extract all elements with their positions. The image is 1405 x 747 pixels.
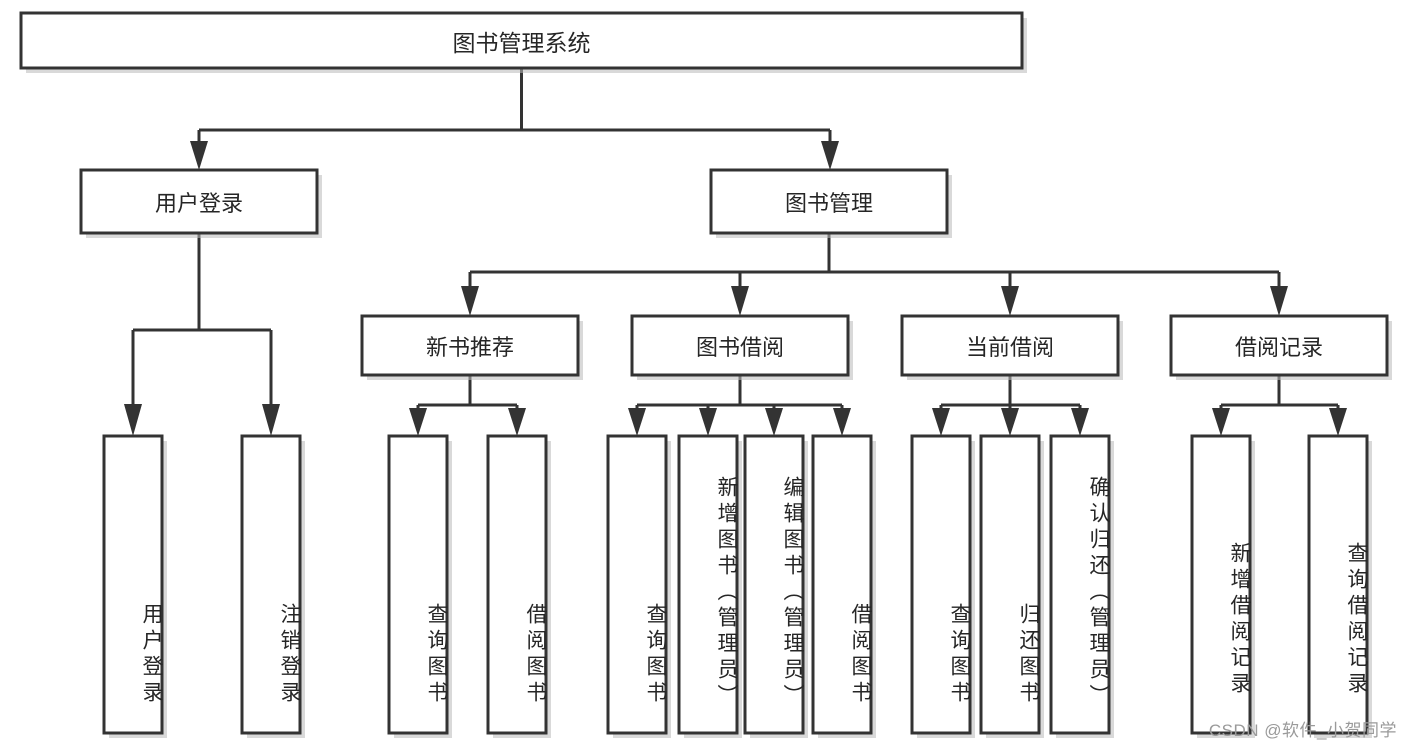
connector-group-new-book-recommend	[409, 375, 526, 436]
arrow-head-icon	[765, 408, 783, 436]
node-leaf-add-record-box[interactable]	[1190, 434, 1252, 735]
node-borrow-record-box[interactable]	[1169, 314, 1389, 377]
arrow-head-icon	[1270, 286, 1288, 316]
node-leaf-return-book-box[interactable]	[979, 434, 1041, 735]
arrow-head-icon	[508, 408, 526, 436]
node-leaf-edit-book-box[interactable]	[743, 434, 805, 735]
node-leaf-confirm-return-box[interactable]	[1049, 434, 1111, 735]
connector-group-book-management	[461, 233, 1288, 316]
node-leaf-user-login-box[interactable]	[102, 434, 164, 735]
arrow-head-icon	[1329, 408, 1347, 436]
node-book-borrow-box[interactable]	[630, 314, 850, 377]
connector-group-book-borrow	[628, 375, 851, 436]
connector-group-borrow-record	[1212, 375, 1347, 436]
arrow-head-icon	[461, 286, 479, 316]
arrow-head-icon	[124, 404, 142, 436]
node-leaf-user-logout-box[interactable]	[240, 434, 302, 735]
node-leaf-add-book-box[interactable]	[677, 434, 739, 735]
connector-group-user-login	[124, 233, 280, 436]
arrow-head-icon	[821, 141, 839, 170]
arrow-head-icon	[190, 141, 208, 170]
connector-group-current-borrow	[932, 375, 1089, 436]
node-leaf-query-book-3-box[interactable]	[910, 434, 972, 735]
node-leaf-borrow-book-1-box[interactable]	[486, 434, 548, 735]
arrow-head-icon	[409, 408, 427, 436]
node-current-borrow-box[interactable]	[900, 314, 1120, 377]
node-leaf-query-book-1-box[interactable]	[387, 434, 449, 735]
arrow-head-icon	[932, 408, 950, 436]
node-root-box[interactable]	[19, 11, 1024, 70]
node-leaf-query-record-box[interactable]	[1307, 434, 1369, 735]
arrow-head-icon	[262, 404, 280, 436]
node-leaf-borrow-book-2-box[interactable]	[811, 434, 873, 735]
node-user-login-box[interactable]	[79, 168, 319, 235]
node-book-management-box[interactable]	[709, 168, 949, 235]
arrow-head-icon	[833, 408, 851, 436]
arrow-head-icon	[1071, 408, 1089, 436]
node-leaf-query-book-2-box[interactable]	[606, 434, 668, 735]
arrow-head-icon	[628, 408, 646, 436]
node-new-book-recommend-box[interactable]	[360, 314, 580, 377]
connector-group-root	[190, 68, 839, 170]
arrow-head-icon	[699, 408, 717, 436]
arrow-head-icon	[1212, 408, 1230, 436]
arrow-head-icon	[1001, 286, 1019, 316]
watermark-text: CSDN @软件_小贺同学	[1208, 721, 1397, 740]
arrow-head-icon	[731, 286, 749, 316]
arrow-head-icon	[1001, 408, 1019, 436]
